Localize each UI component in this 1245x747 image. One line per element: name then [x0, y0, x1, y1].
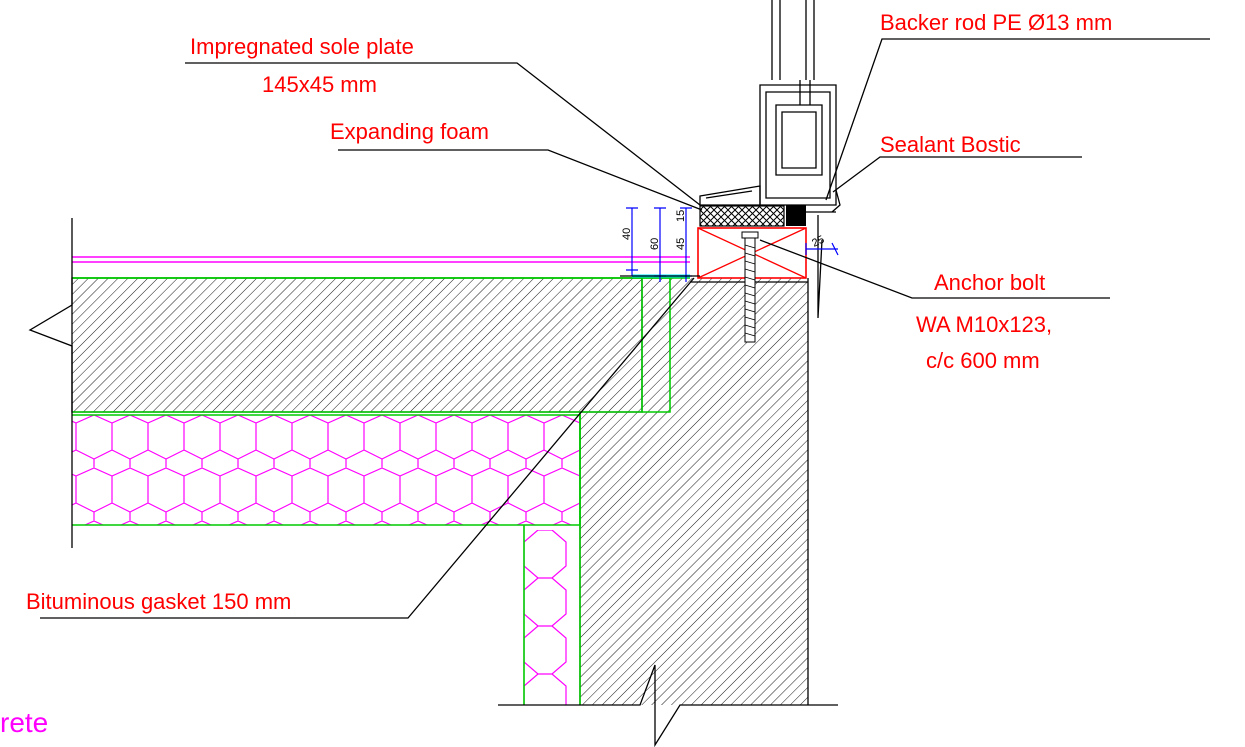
dim-45: 45 [675, 238, 687, 250]
label-backer-rod: Backer rod PE Ø13 mm [880, 10, 1112, 35]
label-sole-plate: Impregnated sole plate [190, 34, 414, 59]
label-anchor-bolt: Anchor bolt [934, 270, 1045, 295]
anchor-bolt [741, 231, 759, 343]
leader-lines [40, 38, 1210, 619]
left-break-line [28, 218, 73, 548]
bottom-break-line [498, 664, 838, 747]
label-expanding-foam: Expanding foam [330, 119, 489, 144]
window-frame [699, 0, 841, 213]
label-anchor-spacing: c/c 600 mm [926, 348, 1040, 373]
label-sole-plate-size: 145x45 mm [262, 72, 377, 97]
dim-25: 25 [810, 234, 826, 250]
label-anchor-spec: WA M10x123, [916, 312, 1052, 337]
dim-60: 60 [649, 238, 661, 250]
dim-40: 40 [621, 228, 633, 240]
label-bituminous-gasket: Bituminous gasket 150 mm [26, 589, 291, 614]
expanding-foam [699, 205, 806, 227]
concrete-slab [71, 277, 643, 413]
floor-insulation [72, 415, 580, 525]
floor-finish-line [72, 256, 690, 278]
dimension-lines [620, 207, 839, 282]
dim-15: 15 [675, 210, 687, 222]
right-wall-face [817, 215, 823, 319]
label-sealant: Sealant Bostic [880, 132, 1021, 157]
label-concrete: rete [0, 707, 48, 738]
wall-insulation [524, 530, 580, 705]
membrane-lines [72, 277, 690, 705]
